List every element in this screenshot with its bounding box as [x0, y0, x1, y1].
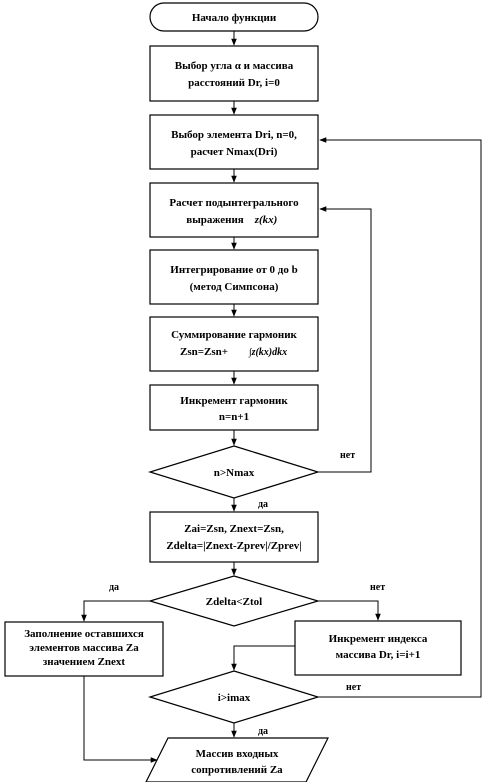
decision-n-label: n>Nmax [214, 467, 255, 479]
edge-tol-yes [81, 600, 150, 622]
edge-tol-no [318, 600, 381, 621]
decision-tol-node: Zdelta<Ztol [147, 575, 321, 627]
select-angle-line1: Выбор угла α и массива [175, 60, 294, 72]
sum-formula: Zsn=Zsn+ [180, 346, 228, 358]
label-yes-3: да [258, 726, 268, 737]
output-line1: Массив входных [196, 748, 279, 760]
integration-line2: (метод Симпсона) [190, 281, 279, 293]
decision-n-node: n>Nmax [147, 445, 321, 499]
select-element-line2: расчет Nmax(Dri) [191, 146, 278, 158]
assign-node: Zai=Zsn, Znext=Zsn, Zdelta=|Znext-Zprev|… [149, 511, 319, 563]
increment-harmonic-node: Инкремент гармоник n=n+1 [149, 384, 319, 431]
increment-index-node: Инкремент индекса массива Dr, i=i+1 [294, 620, 462, 676]
select-angle-line2: расстояний Dr, i=0 [188, 77, 280, 89]
select-element-node: Выбор элемента Dri, n=0, расчет Nmax(Dri… [149, 114, 319, 170]
output-line2: сопротивлений Za [191, 764, 283, 776]
start-label: Начало функции [192, 12, 277, 24]
decision-i-label: i>imax [218, 692, 251, 704]
integration-node: Интегрирование от 0 до b (метод Симпсона… [149, 249, 319, 305]
output-node: Массив входных сопротивлений Za [145, 737, 329, 782]
fill-remaining-line3: значением Znext [43, 656, 126, 668]
sum-harmonics-title: Суммирование гармоник [171, 329, 297, 341]
integrand-line1: Расчет подынтегрального [169, 197, 299, 209]
sum-harmonics-node: Суммирование гармоник Zsn=Zsn+ ∫z(kx)dkx [149, 316, 319, 372]
edge-fill-output [83, 676, 158, 763]
edge-loop-elements [318, 137, 482, 698]
fill-remaining-node: Заполнение оставшихся элементов массива … [4, 621, 164, 677]
label-yes-2: да [109, 582, 119, 593]
fill-remaining-line2: элементов массива Za [29, 642, 139, 654]
integration-line1: Интегрирование от 0 до b [170, 264, 297, 276]
label-no-2: нет [370, 582, 385, 593]
fill-remaining-line1: Заполнение оставшихся [24, 628, 144, 640]
integrand-math: z(kx) [254, 214, 278, 226]
edge-loop-harmonics [318, 206, 372, 473]
label-no-3: нет [346, 682, 361, 693]
increment-harmonic-line1: Инкремент гармоник [180, 395, 288, 407]
increment-index-line1: Инкремент индекса [329, 633, 428, 645]
increment-index-line2: массива Dr, i=i+1 [336, 649, 421, 661]
label-yes-1: да [258, 499, 268, 510]
integrand-node: Расчет подынтегрального выражения z(kx) [149, 182, 319, 238]
select-angle-node: Выбор угла α и массива расстояний Dr, i=… [149, 45, 319, 102]
sum-integral: ∫z(kx)dkx [248, 347, 287, 358]
start-node: Начало функции [149, 2, 319, 32]
assign-line1: Zai=Zsn, Znext=Zsn, [184, 523, 284, 535]
assign-line2: Zdelta=|Znext-Zprev|/Zprev| [166, 540, 301, 552]
integrand-line2: выражения [186, 214, 244, 226]
edge-index-decision [231, 645, 295, 671]
decision-i-node: i>imax [147, 670, 321, 724]
label-no-1: нет [340, 450, 355, 461]
decision-tol-label: Zdelta<Ztol [206, 596, 262, 608]
increment-harmonic-line2: n=n+1 [219, 411, 249, 423]
select-element-line1: Выбор элемента Dri, n=0, [171, 129, 297, 141]
